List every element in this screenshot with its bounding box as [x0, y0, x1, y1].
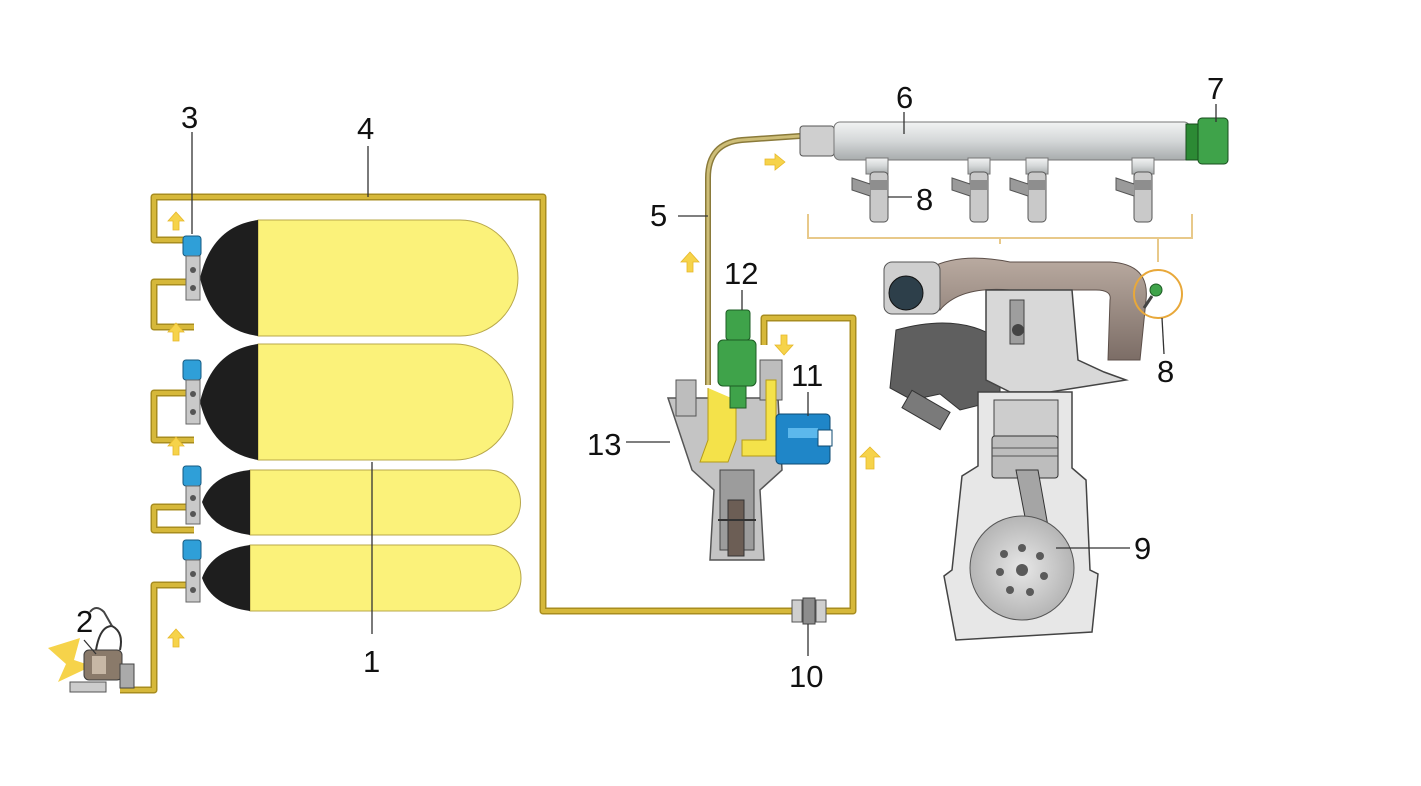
label-13: 13: [587, 427, 621, 462]
label-9: 9: [1134, 531, 1151, 566]
cylinder-valve: [182, 539, 202, 603]
up-arrow-icon: [167, 436, 185, 456]
label-7: 7: [1207, 71, 1224, 106]
injector-icon: [1115, 171, 1153, 223]
injector-detail: [1133, 269, 1183, 319]
flow-arrows: [167, 153, 881, 648]
label-12: 12: [724, 256, 758, 291]
high-pressure-filter: [791, 597, 827, 625]
cylinder-valve: [182, 235, 202, 301]
injector-icon: [1009, 171, 1047, 223]
label-5: 5: [650, 198, 667, 233]
cylinder-valves: [182, 235, 202, 603]
pressure-sensor: [1185, 117, 1229, 165]
pressure-regulator: [666, 309, 833, 561]
down-arrow-icon: [774, 334, 794, 356]
fuel-rail: [799, 121, 1191, 175]
injector-icon: [951, 171, 989, 223]
injector-icon: [851, 171, 889, 223]
intake-manifold: [929, 257, 1147, 361]
cylinder-valve: [182, 359, 202, 425]
label-10: 10: [789, 659, 823, 694]
solenoid-valve: [775, 413, 833, 465]
injectors: [807, 171, 1193, 262]
gas-cylinder: [200, 343, 514, 461]
right-arrow-icon: [764, 153, 786, 171]
up-arrow-icon: [680, 251, 700, 273]
callout-labels: 1 2 3 4 5 6 7 8 8 9 10 11 12 13: [76, 71, 1224, 694]
up-arrow-icon: [167, 628, 185, 648]
label-11: 11: [791, 358, 823, 393]
label-6: 6: [896, 80, 913, 115]
up-arrow-icon: [859, 446, 881, 470]
label-1: 1: [363, 644, 380, 679]
up-arrow-icon: [167, 322, 185, 342]
gas-lines: [120, 133, 857, 694]
leader-lines: [83, 104, 1217, 656]
cylinder-valve: [182, 465, 202, 525]
throttle-body: [888, 275, 924, 311]
label-8-rail: 8: [916, 182, 933, 217]
engine-cutaway: [883, 257, 1147, 641]
filler-neck-icon: [48, 607, 135, 693]
gas-cylinder: [202, 544, 522, 612]
label-3: 3: [181, 100, 198, 135]
injector-bracket: [807, 214, 1193, 244]
gas-filter: [717, 309, 757, 409]
gas-cylinders: [200, 219, 522, 612]
label-4: 4: [357, 111, 374, 146]
label-2: 2: [76, 604, 93, 639]
gas-cylinder: [202, 469, 521, 536]
up-arrow-icon: [167, 211, 185, 231]
label-8-engine: 8: [1157, 354, 1174, 389]
gas-cylinder: [200, 219, 519, 337]
